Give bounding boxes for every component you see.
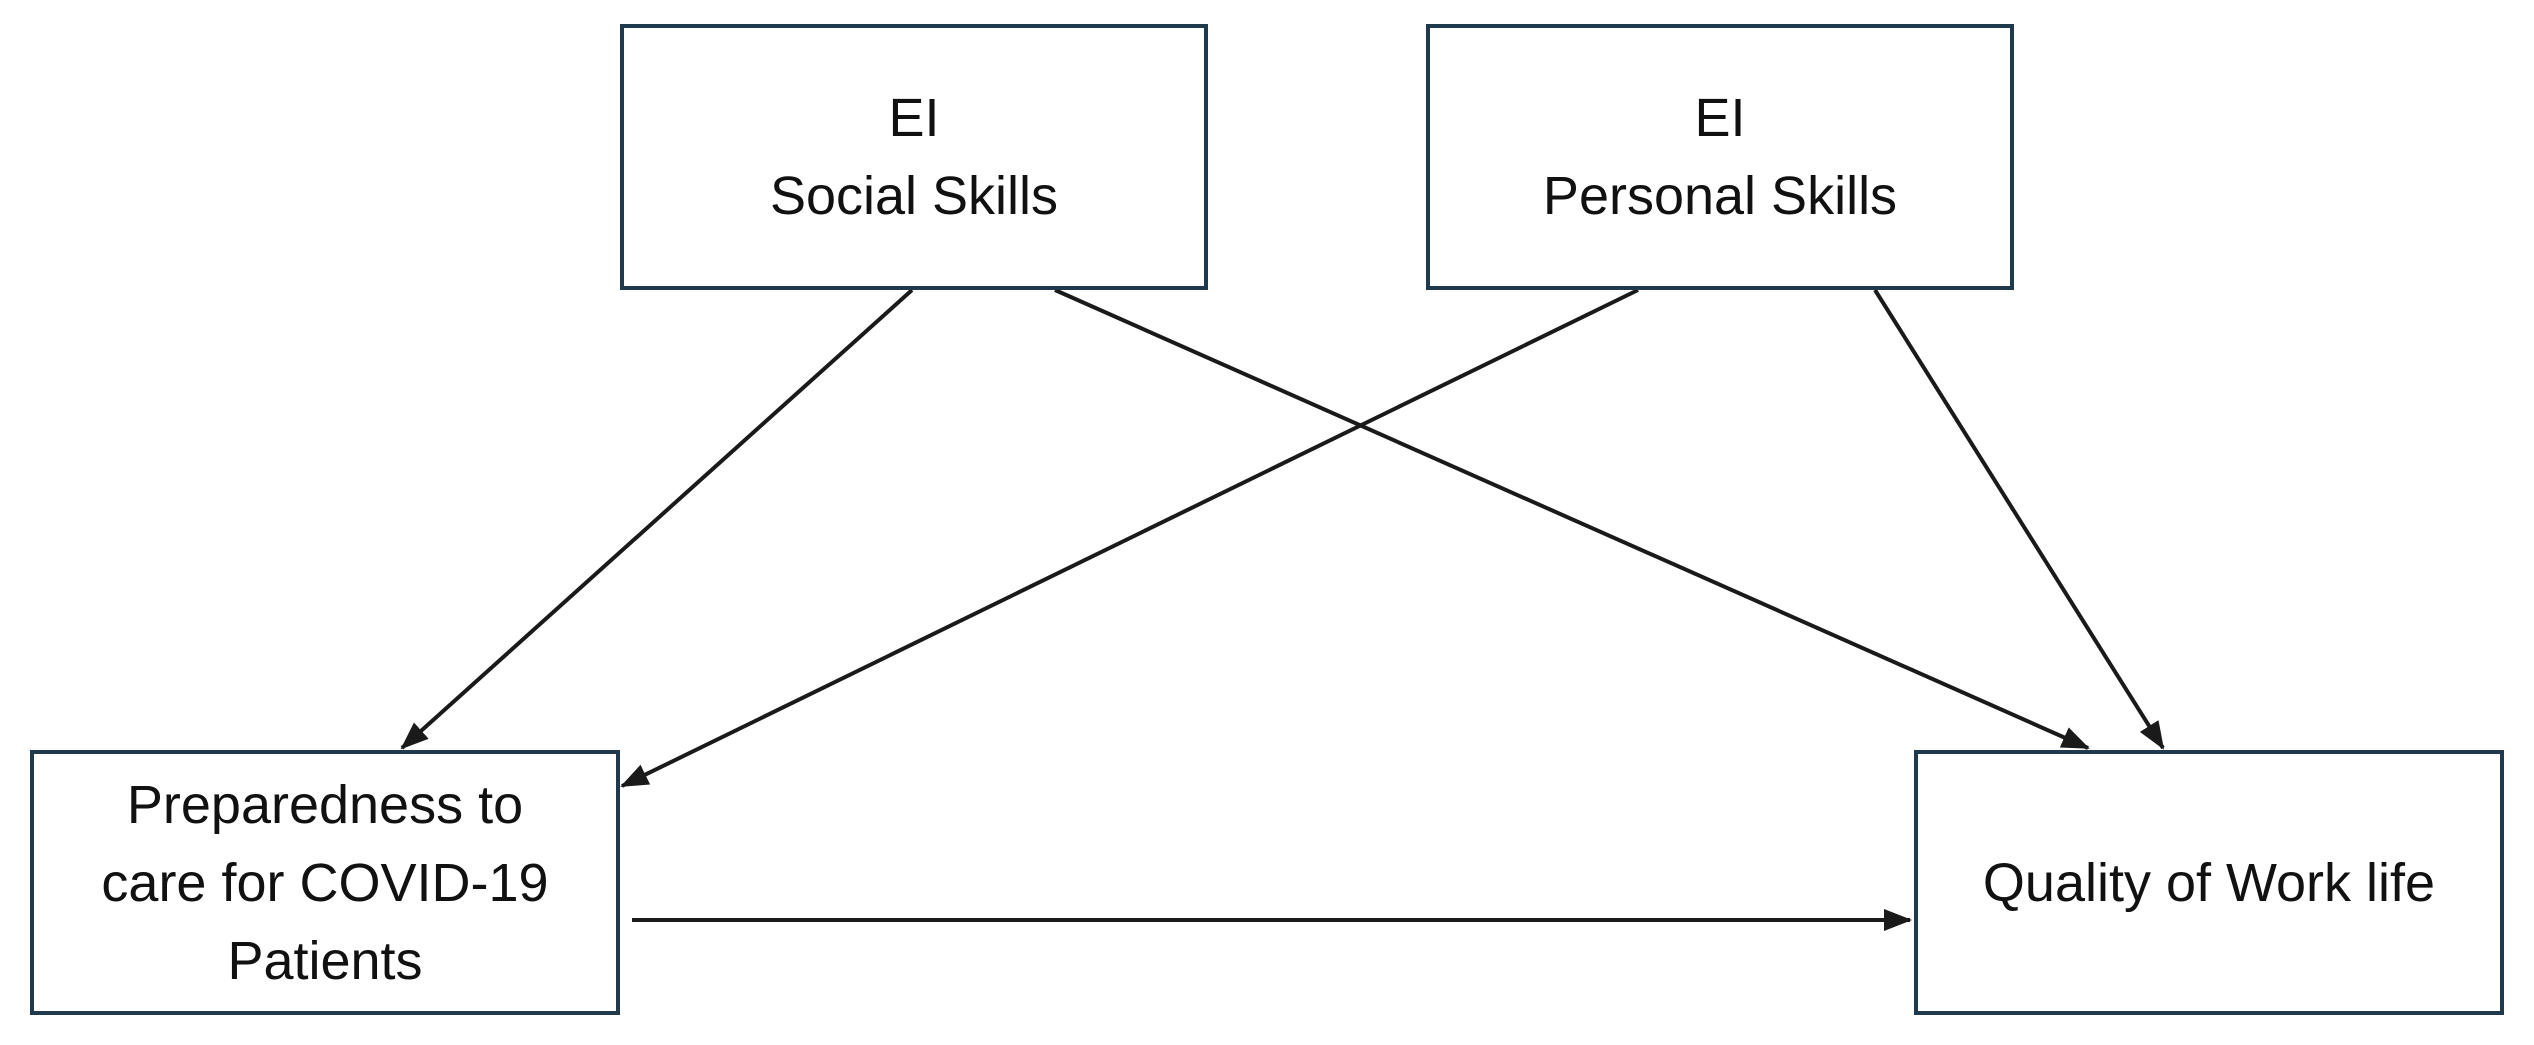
node-ei-social-skills: EI Social Skills <box>620 24 1208 290</box>
arrow-personal-to-quality <box>1873 288 2165 750</box>
node-qwl-line1: Quality of Work life <box>1982 852 2436 913</box>
node-prep-line3: Patients <box>227 930 423 991</box>
node-preparedness: Preparedness to care for COVID-19 Patien… <box>30 750 620 1015</box>
arrow-social-to-preparedness <box>400 288 914 750</box>
node-quality-of-work-life: Quality of Work life <box>1914 750 2504 1015</box>
node-prep-line2: care for COVID-19 <box>101 852 549 913</box>
node-personal-line2: Personal Skills <box>1542 166 1898 226</box>
node-ei-personal-skills: EI Personal Skills <box>1426 24 2014 290</box>
node-prep-line1: Preparedness to <box>126 774 524 835</box>
node-personal-line1: EI <box>1694 88 1746 148</box>
node-social-line2: Social Skills <box>769 166 1059 226</box>
arrow-personal-to-preparedness <box>620 288 1639 788</box>
node-social-line1: EI <box>888 88 940 148</box>
arrow-social-to-quality <box>1054 288 2090 750</box>
